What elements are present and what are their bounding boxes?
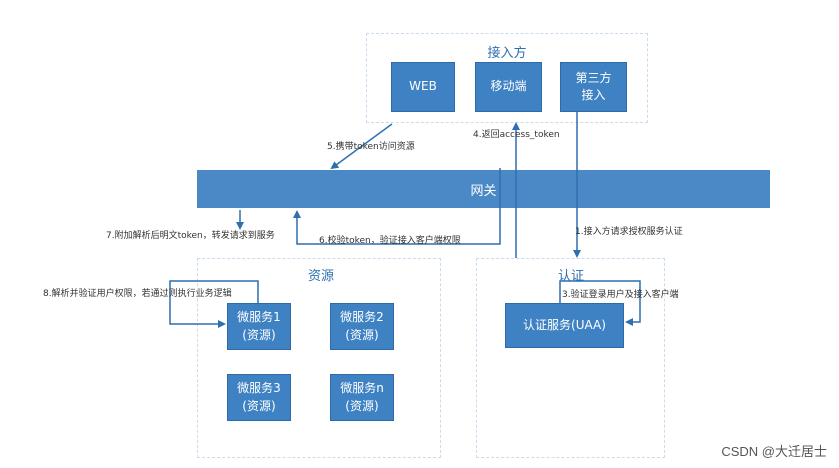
microservice-n-box: 微服务n (资源) — [330, 374, 394, 421]
watermark: CSDN @大迁居士 — [721, 444, 827, 459]
label-step5: 5.携带token访问资源 — [327, 142, 415, 152]
arrow-step6 — [293, 168, 501, 245]
label-step3: 3.验证登录用户及接入客户端 — [562, 290, 679, 300]
label-step4: 4.返回access_token — [473, 130, 560, 140]
uaa-box: 认证服务(UAA) — [505, 303, 624, 348]
gateway-bar: 网关 — [197, 170, 770, 208]
access-zone — [366, 33, 648, 123]
access-zone-title: 接入方 — [487, 46, 527, 61]
third-party-box: 第三方 接入 — [560, 62, 627, 112]
arrow-step3 — [559, 280, 641, 326]
label-step8: 8.解析并验证用户权限，若通过则执行业务逻辑 — [43, 289, 232, 299]
label-step7: 7.附加解析后明文token，转发请求到服务 — [106, 231, 275, 241]
resource-zone — [197, 258, 441, 458]
resource-zone-title: 资源 — [307, 269, 335, 284]
label-step1: 1.接入方请求授权服务认证 — [575, 227, 683, 237]
mobile-box: 移动端 — [475, 62, 542, 112]
microservice-1-box: 微服务1 (资源) — [227, 303, 291, 350]
web-box: WEB — [391, 62, 455, 112]
label-step6: 6.校验token，验证接入客户端权限 — [319, 236, 461, 246]
auth-zone — [476, 258, 665, 458]
microservice-2-box: 微服务2 (资源) — [330, 303, 394, 350]
arrow-step8 — [169, 280, 259, 328]
arrow-step5 — [330, 123, 393, 170]
microservice-3-box: 微服务3 (资源) — [227, 374, 291, 421]
